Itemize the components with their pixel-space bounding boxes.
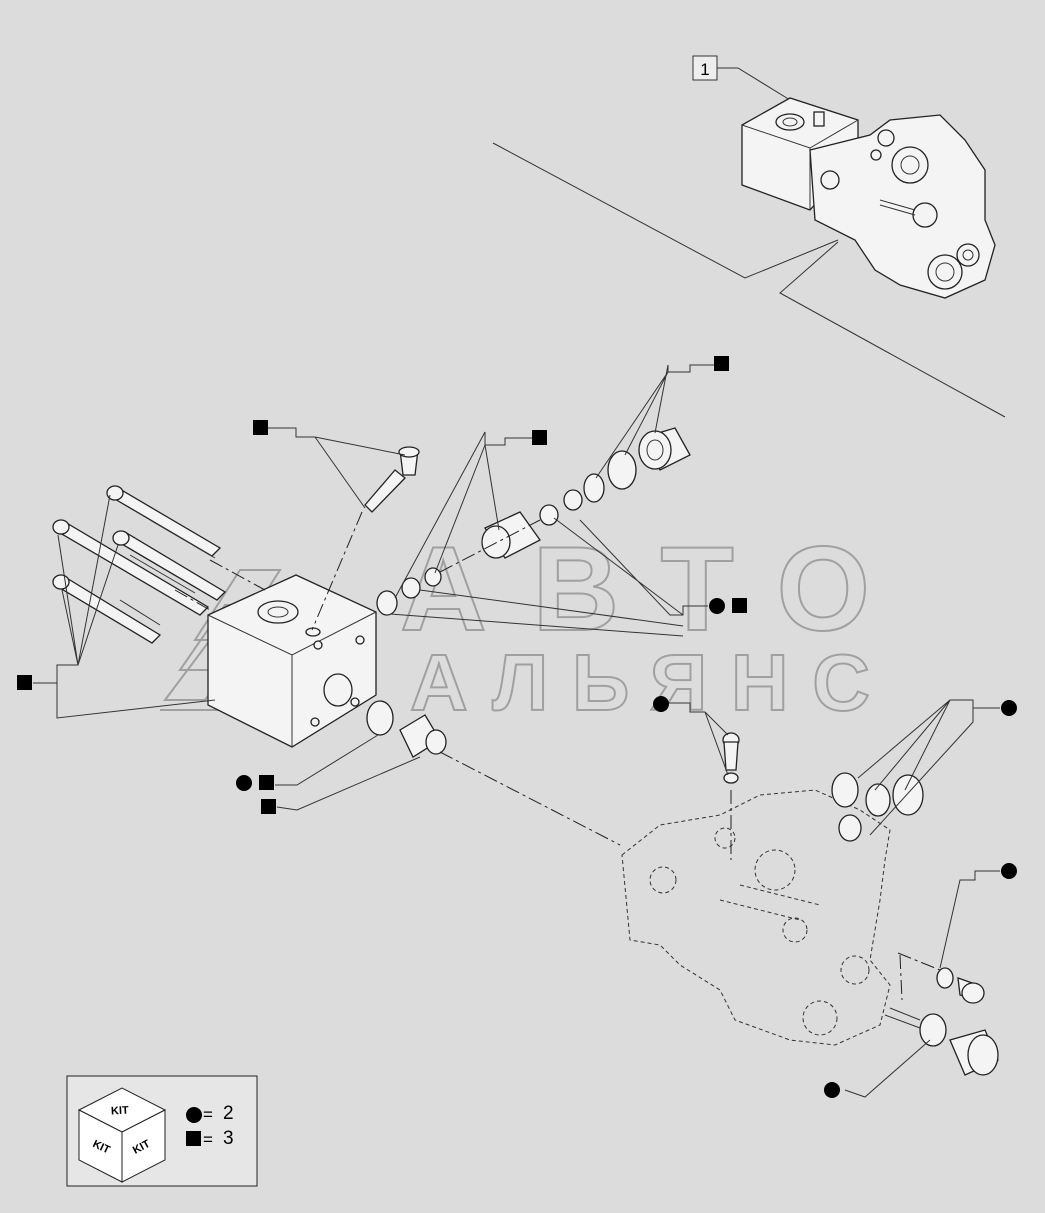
kit-cube-icon: KIT KIT KIT xyxy=(77,1087,167,1183)
circle-marker xyxy=(1001,863,1017,879)
leader-top-1 xyxy=(492,142,839,279)
bolt-2 xyxy=(52,519,210,616)
square-marker xyxy=(259,775,274,790)
square-marker xyxy=(261,799,276,814)
kit-legend: KIT KIT KIT = 2 = 3 xyxy=(66,1075,258,1187)
leader-sq-pin xyxy=(268,427,406,509)
leader-circle-plug xyxy=(939,870,1000,969)
kit-square-symbol xyxy=(186,1131,201,1146)
pin-part xyxy=(364,446,420,513)
circle-marker xyxy=(236,775,252,791)
bolts xyxy=(52,485,227,644)
markers xyxy=(17,356,1017,1098)
valve-housing-lower xyxy=(621,732,999,1076)
kit-circle-symbol xyxy=(186,1107,202,1123)
square-marker xyxy=(253,420,268,435)
circle-marker xyxy=(1001,700,1017,716)
leader-sq-top xyxy=(595,364,714,479)
kit-circle-eq: = xyxy=(203,1105,213,1124)
leader-circle-right xyxy=(857,699,1000,836)
watermark-line1: АВТО xyxy=(400,522,870,656)
leader-circle-bottom xyxy=(844,1039,931,1098)
callout-1-number: 1 xyxy=(700,60,709,79)
leader-circle-sq-seal xyxy=(275,734,379,786)
square-marker xyxy=(17,675,32,690)
valve-assembly-top xyxy=(741,97,996,299)
leader-sq-bolts xyxy=(33,494,216,719)
callout-1: 1 xyxy=(692,55,791,101)
kit-square-count: 3 xyxy=(223,1128,234,1149)
leader-sq-plug xyxy=(276,756,421,811)
circle-marker xyxy=(709,598,725,614)
square-marker xyxy=(532,430,547,445)
spool-parts xyxy=(376,427,691,616)
square-marker xyxy=(714,356,729,371)
leader-circle-sq-mid xyxy=(389,517,708,637)
kit-cube-label-top: KIT xyxy=(111,1105,130,1118)
bolt-3 xyxy=(112,530,227,601)
valve-block xyxy=(207,574,377,748)
circle-marker xyxy=(653,696,669,712)
kit-square-eq: = xyxy=(203,1130,213,1149)
leader-circle-pin xyxy=(668,702,729,776)
circle-marker xyxy=(824,1082,840,1098)
leader-top-2 xyxy=(779,241,1006,418)
leader-sq-spool xyxy=(394,431,532,599)
square-marker xyxy=(732,598,747,613)
kit-circle-count: 2 xyxy=(223,1103,234,1124)
seal-and-plug xyxy=(366,700,447,758)
